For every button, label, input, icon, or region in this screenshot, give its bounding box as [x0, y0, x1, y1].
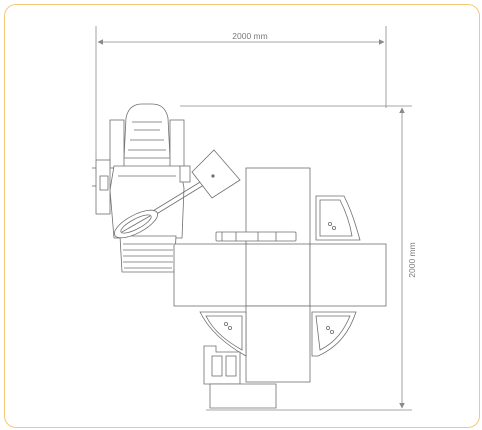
cabinet-center	[245, 243, 311, 307]
dim-label-bg-right	[407, 232, 418, 288]
floor-unit-base	[209, 383, 277, 409]
tray-arm	[149, 179, 213, 219]
instrument-tray	[147, 149, 241, 219]
chair-foot-section	[119, 235, 177, 273]
assistant-instrument-holder	[113, 209, 159, 239]
corner-module-bottom-right	[311, 311, 357, 357]
cabinet-bottom	[245, 305, 311, 383]
dimension-label-height: 2000 mm	[407, 242, 417, 277]
horizontal-dimension	[95, 26, 387, 160]
frame-border	[4, 4, 480, 428]
dim-label-bg-top	[222, 30, 278, 41]
cabinet-left	[173, 243, 249, 307]
tray-panel	[191, 149, 241, 199]
dimension-label-width: 2000 mm	[232, 31, 267, 41]
handpiece-tool	[215, 231, 297, 242]
chair-headrest	[123, 103, 171, 159]
chair-post-left	[109, 119, 125, 169]
cabinet-layout	[173, 167, 387, 383]
cabinet-right	[309, 243, 387, 307]
chair-post-right	[169, 119, 185, 169]
corner-module-top-right	[315, 195, 361, 241]
vertical-dimension	[180, 105, 412, 411]
floor-unit	[203, 345, 277, 409]
dental-chair	[92, 103, 191, 273]
